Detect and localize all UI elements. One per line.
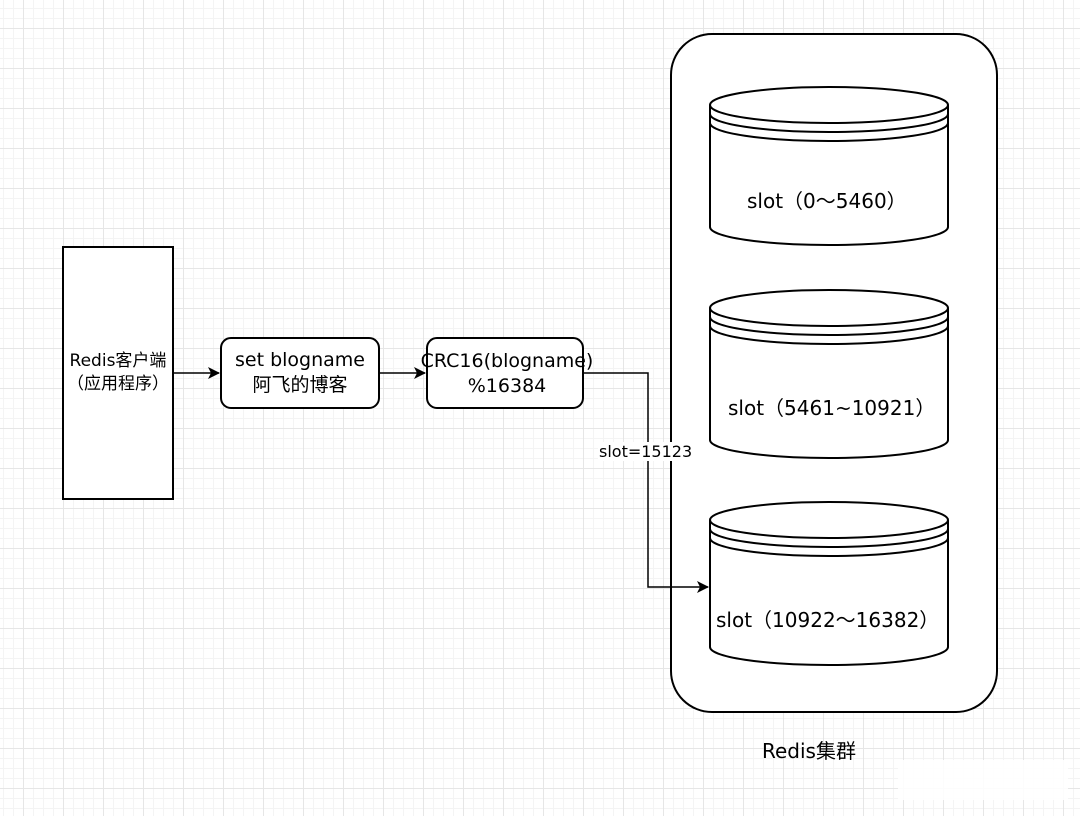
arrow-hash-to-slot-node-3: [584, 372, 709, 593]
slot-range-label-2: slot（5461~10921）: [728, 396, 936, 420]
command-label: set blogname: [235, 349, 365, 371]
hash-modulo: %16384: [467, 375, 547, 397]
slot-result-label: slot=15123: [598, 442, 694, 461]
watermark-mask: [898, 760, 1068, 800]
hash-slot-box: CRC16(blogname) %16384: [421, 337, 593, 409]
slot-range-label-3: slot（10922～16382）: [716, 608, 940, 632]
set-command-box: set blogname 阿飞的博客: [220, 337, 380, 409]
redis-cluster-label: Redis集群: [762, 739, 856, 763]
slot-node-1-cylinder: [709, 86, 949, 246]
command-value: 阿飞的博客: [252, 374, 348, 396]
slot-node-2-cylinder: [709, 289, 949, 459]
redis-client-box: Redis客户端 （应用程序）: [62, 246, 174, 500]
slot-node-3-cylinder: [709, 501, 949, 666]
hash-formula: CRC16(blogname): [420, 350, 594, 372]
slot-range-label-1: slot（0～5460）: [747, 189, 907, 213]
client-label: Redis客户端: [69, 351, 167, 371]
client-sublabel: （应用程序）: [67, 374, 169, 394]
